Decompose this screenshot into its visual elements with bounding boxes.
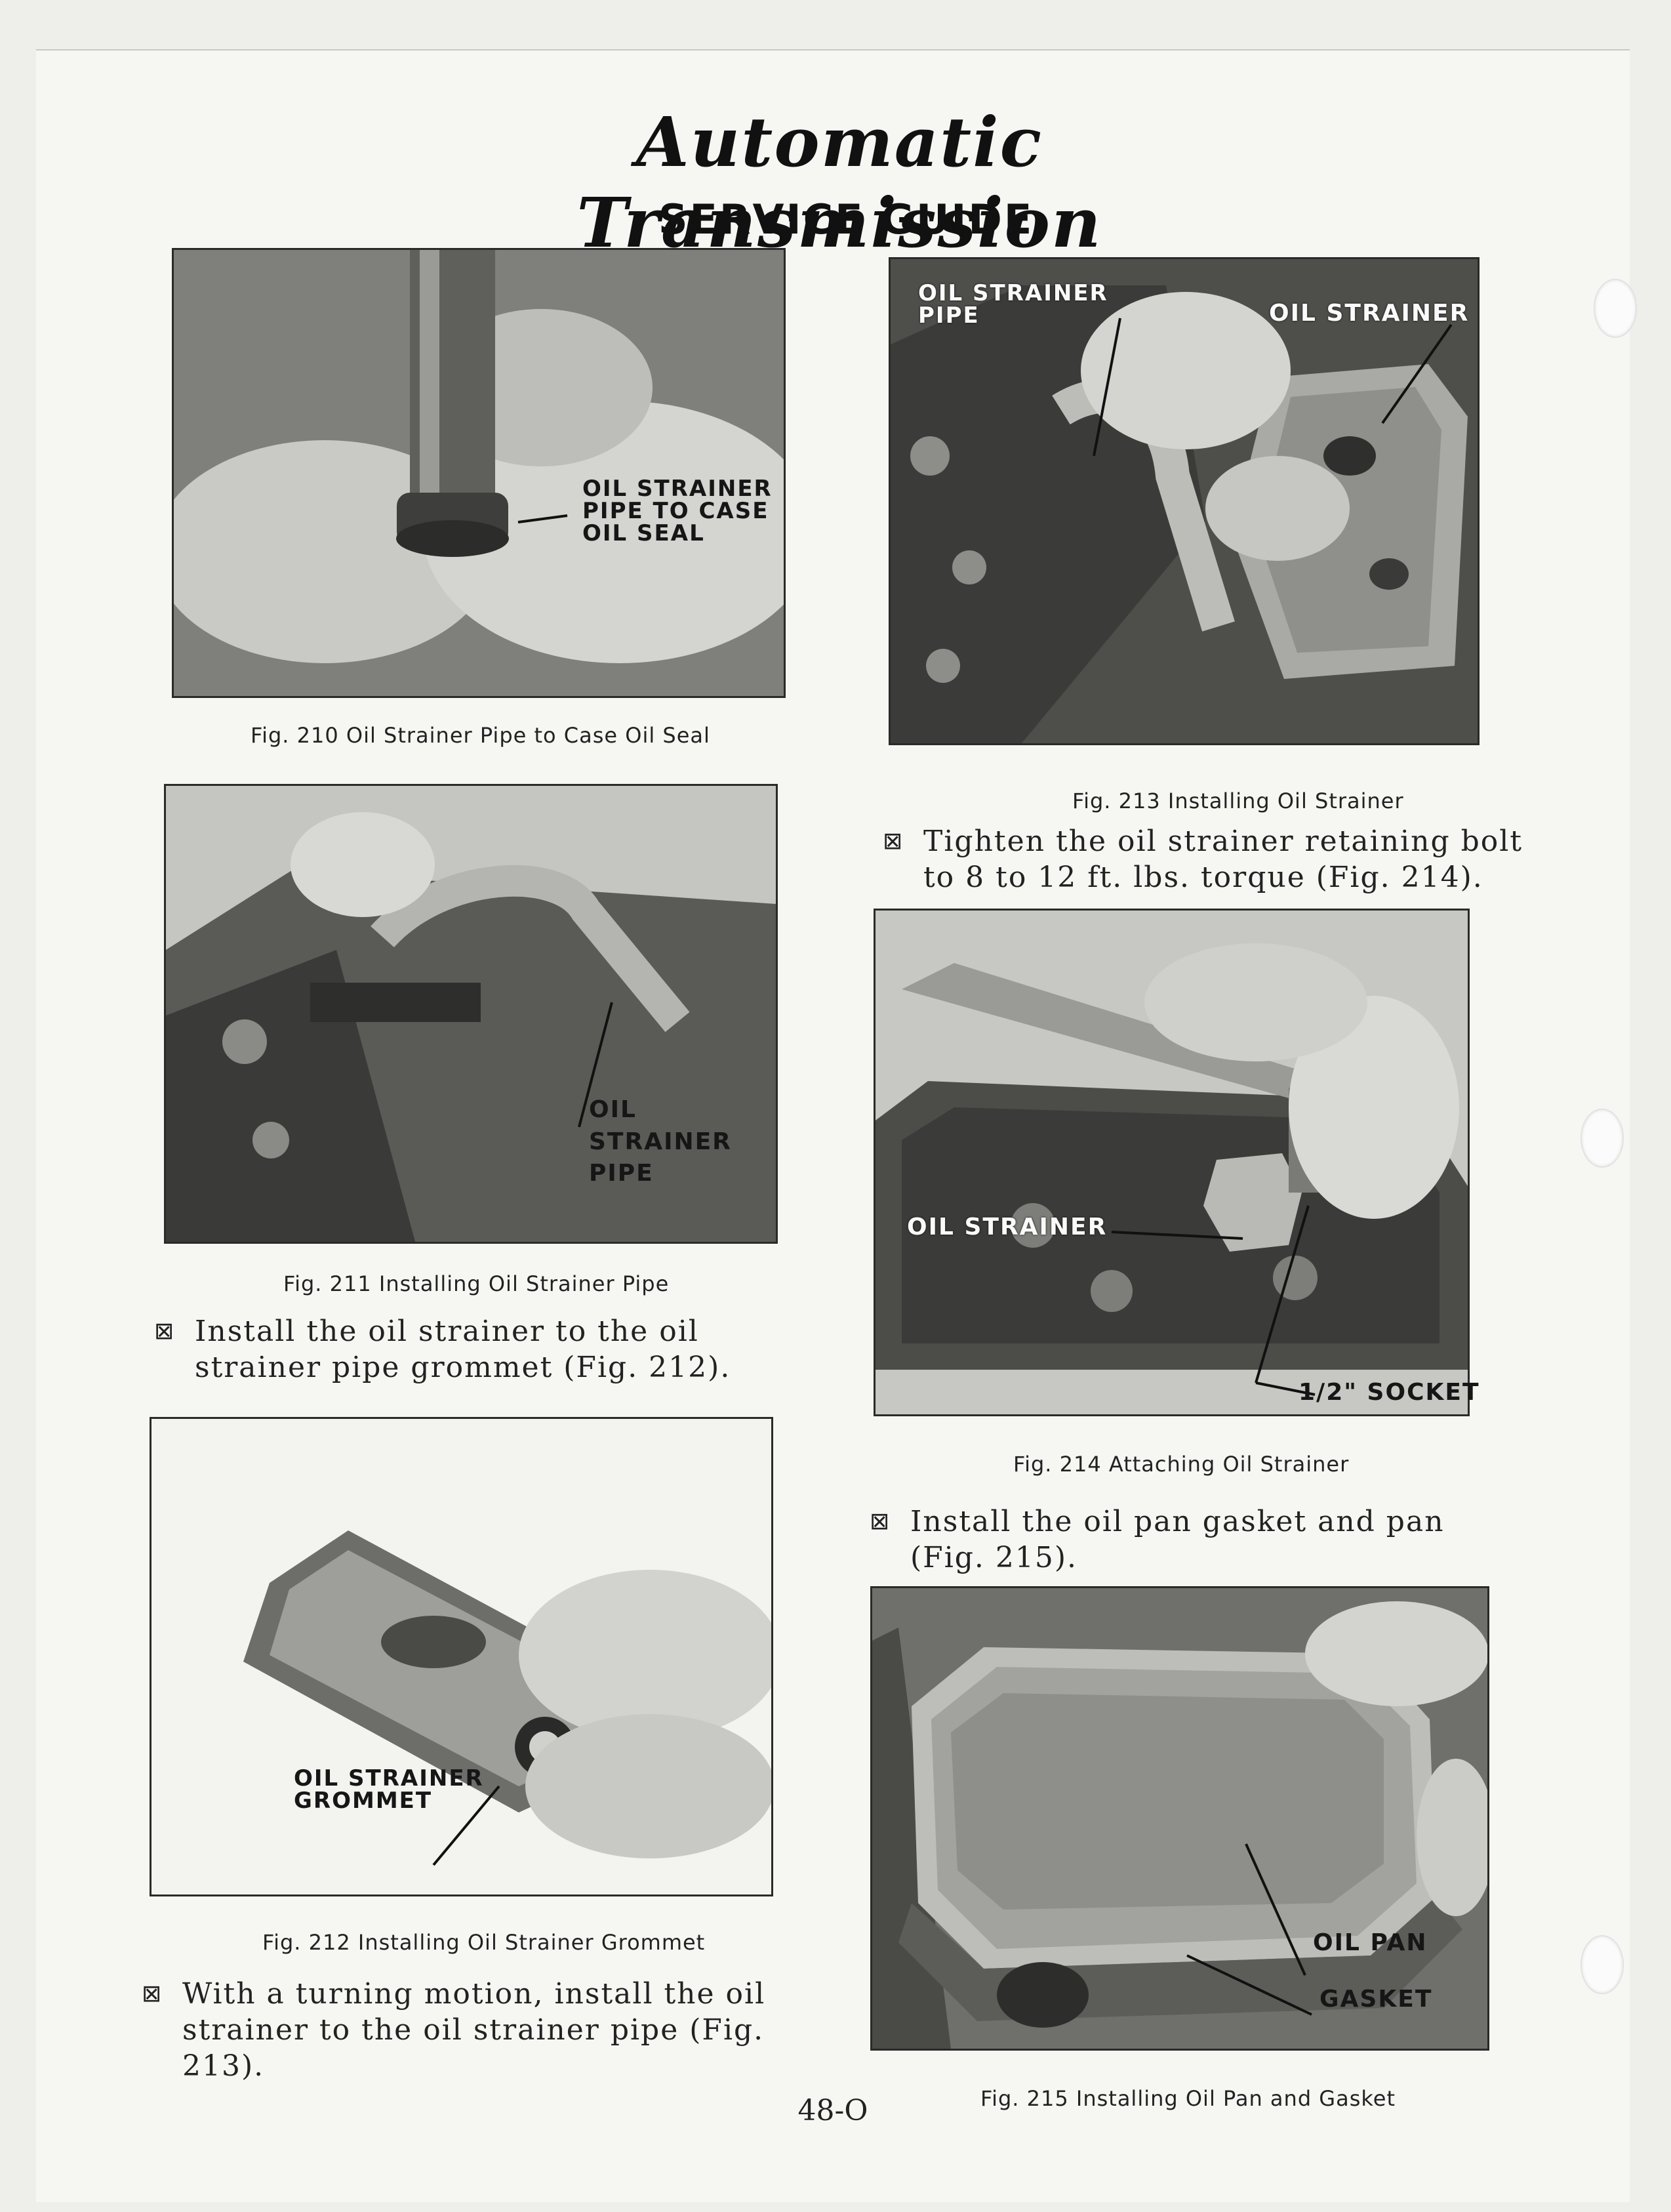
figure-213-callout-strainer: OIL STRAINER: [1269, 300, 1470, 327]
figure-212-callout: OIL STRAINER GROMMET: [294, 1765, 484, 1814]
figure-214-photo: [874, 909, 1470, 1416]
figure-213-callout-pipe: OIL STRAINER PIPE: [918, 280, 1108, 329]
step-install-strainer-grommet: ⊠ Install the oil strainer to the oil st…: [154, 1313, 772, 1385]
step-text: Tighten the oil strainer retaining bolt …: [923, 825, 1523, 894]
figure-215-caption: Fig. 215 Installing Oil Pan and Gasket: [980, 2086, 1396, 2111]
figure-214-caption: Fig. 214 Attaching Oil Strainer: [1013, 1452, 1350, 1477]
figure-215-photo: [870, 1586, 1489, 2051]
figure-210-caption: Fig. 210 Oil Strainer Pipe to Case Oil S…: [251, 723, 710, 748]
figure-214-callout-socket: 1/2" SOCKET: [1299, 1379, 1480, 1406]
checkbox-icon: ⊠: [142, 1980, 163, 2007]
figure-210-photo: [172, 248, 786, 698]
punch-hole-top: [1594, 279, 1637, 338]
punch-hole-bottom: [1580, 1935, 1624, 1994]
figure-214-callout-strainer: OIL STRAINER: [907, 1214, 1108, 1240]
figure-212-photo: [150, 1417, 773, 1896]
checkbox-icon: ⊠: [154, 1318, 176, 1345]
figure-212-caption: Fig. 212 Installing Oil Strainer Grommet: [262, 1930, 706, 1955]
step-text: Install the oil pan gasket and pan (Fig.…: [910, 1505, 1445, 1574]
page-title: Automatic Transmission: [576, 102, 1102, 263]
figure-215-callout-gasket: GASKET: [1319, 1986, 1433, 2013]
figure-215-callout-pan: OIL PAN: [1313, 1929, 1428, 1956]
page-number: 48-O: [797, 2094, 868, 2127]
figure-213-caption: Fig. 213 Installing Oil Strainer: [1072, 789, 1404, 813]
checkbox-icon: ⊠: [883, 828, 904, 855]
step-install-strainer-to-pipe: ⊠ With a turning motion, install the oil…: [142, 1976, 799, 2084]
checkbox-icon: ⊠: [870, 1508, 891, 1535]
page-subtitle: SERVICE GUIDE: [658, 195, 1034, 243]
figure-211-callout: OIL STRAINER PIPE: [589, 1096, 732, 1187]
step-text: Install the oil strainer to the oil stra…: [195, 1315, 731, 1384]
punch-hole-middle: [1580, 1109, 1624, 1168]
figure-210-callout: OIL STRAINER PIPE TO CASE OIL SEAL: [582, 476, 773, 546]
figure-211-caption: Fig. 211 Installing Oil Strainer Pipe: [283, 1271, 670, 1296]
step-text: With a turning motion, install the oil s…: [182, 1977, 766, 2083]
step-install-oil-pan: ⊠ Install the oil pan gasket and pan (Fi…: [870, 1504, 1527, 1576]
figure-211-photo: [164, 784, 778, 1244]
step-tighten-strainer-bolt: ⊠ Tighten the oil strainer retaining bol…: [883, 823, 1560, 895]
figure-213-photo: [889, 257, 1480, 745]
